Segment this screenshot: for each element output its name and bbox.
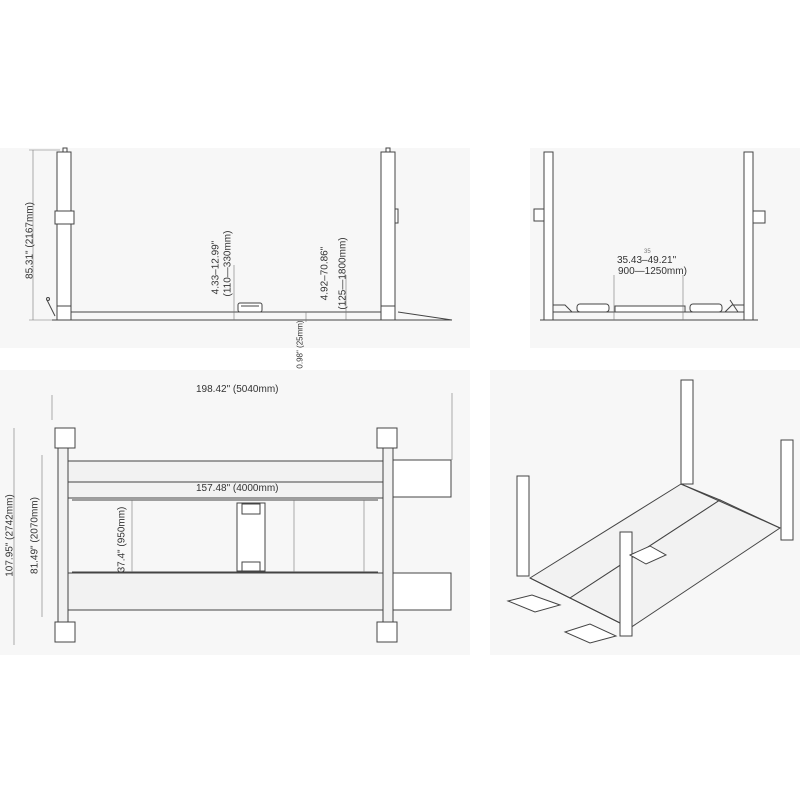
runway-length-label: 157.48" (4000mm) [196,483,279,494]
front-width-in-label: 35.43–49.21" [617,255,677,266]
front-width-mm-label: 900—1250mm) [618,266,687,277]
overall-length-label: 198.42" (5040mm) [196,384,279,395]
front-view-panel [530,148,800,348]
front-small-label: 35 [644,249,651,255]
